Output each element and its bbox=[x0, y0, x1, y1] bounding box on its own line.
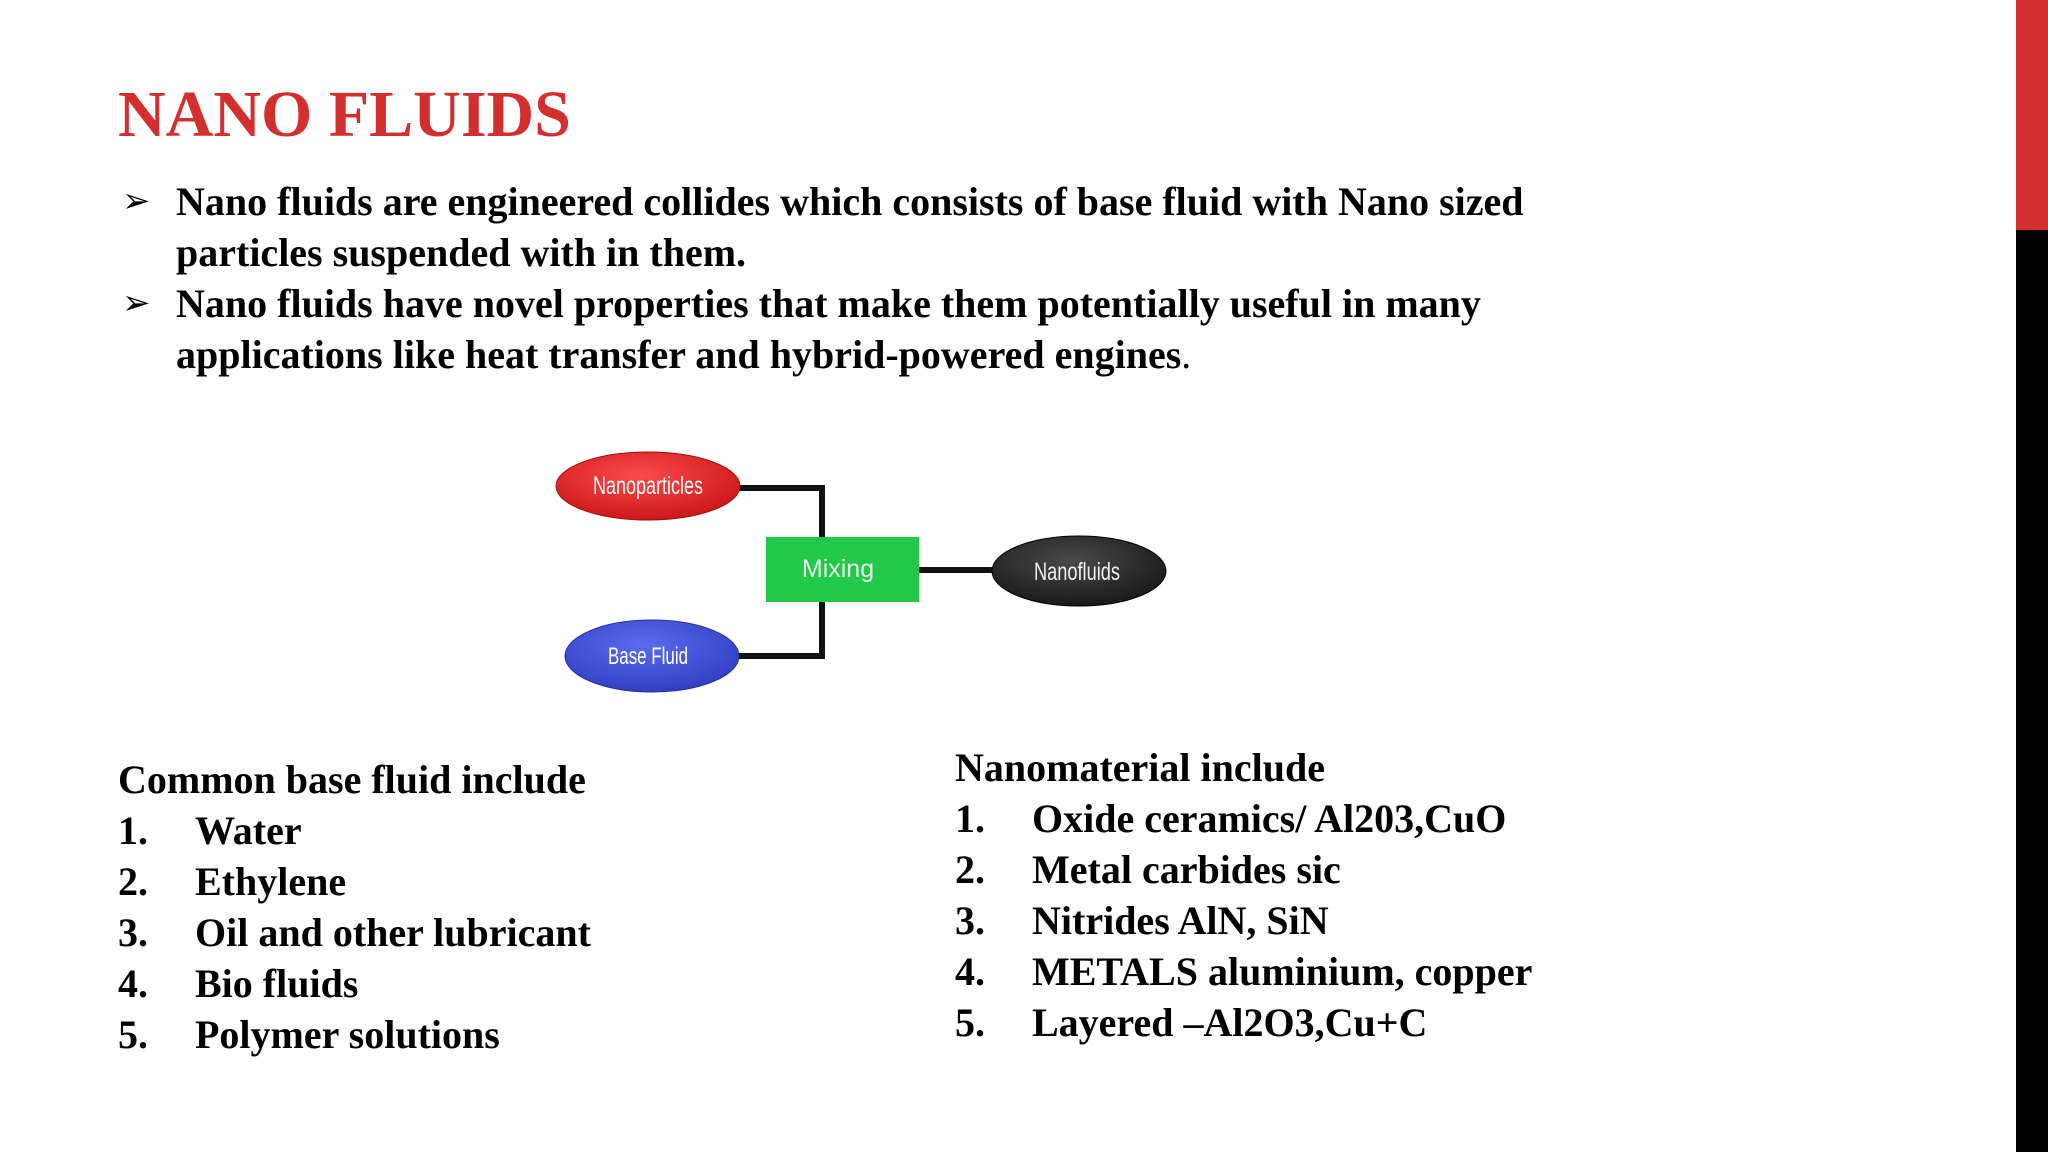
nanofluids-label: Nanofluids bbox=[1034, 558, 1120, 586]
list-item: 5. Polymer solutions bbox=[118, 1009, 591, 1060]
nanoparticles-label: Nanoparticles bbox=[593, 472, 703, 500]
list-text: Layered –Al2O3,Cu+C bbox=[1032, 1000, 1428, 1045]
list-number: 2. bbox=[118, 859, 148, 904]
list-heading: Common base fluid include bbox=[118, 757, 586, 802]
list-item: 2. Ethylene bbox=[118, 856, 591, 907]
list-number: 2. bbox=[955, 847, 985, 892]
nanoparticles-node bbox=[555, 451, 741, 521]
list-number: 4. bbox=[118, 961, 148, 1006]
slide-title: NANO FLUIDS bbox=[118, 78, 571, 151]
list-item: 3. Oil and other lubricant bbox=[118, 907, 591, 958]
base-fluid-node bbox=[564, 619, 740, 693]
bullet-item: ➢ Nano fluids have novel properties that… bbox=[118, 278, 1678, 380]
list-item: 2. Metal carbides sic bbox=[955, 844, 1532, 895]
connector-base-fluid bbox=[738, 602, 825, 659]
list-text: Oxide ceramics/ Al203,CuO bbox=[1032, 796, 1507, 841]
bullet-text: Nano fluids have novel properties that m… bbox=[176, 281, 1481, 377]
connector-nanoparticles bbox=[738, 485, 825, 538]
arrowhead-bullet-icon: ➢ bbox=[122, 283, 151, 323]
bullet-text: Nano fluids are engineered collides whic… bbox=[176, 179, 1524, 275]
bullet-list: ➢ Nano fluids are engineered collides wh… bbox=[118, 176, 1678, 380]
list-item: 4. Bio fluids bbox=[118, 958, 591, 1009]
list-number: 1. bbox=[118, 808, 148, 853]
list-item: 4. METALS aluminium, copper bbox=[955, 946, 1532, 997]
list-text: Water bbox=[195, 808, 302, 853]
list-text: Nitrides AlN, SiN bbox=[1032, 898, 1329, 943]
bullet-item: ➢ Nano fluids are engineered collides wh… bbox=[118, 176, 1678, 278]
mixing-label: Mixing bbox=[802, 555, 874, 583]
base-fluid-label: Base Fluid bbox=[608, 643, 688, 670]
accent-bar-red bbox=[2016, 0, 2048, 230]
list-heading: Nanomaterial include bbox=[955, 745, 1325, 790]
list-text: Ethylene bbox=[195, 859, 347, 904]
list-text: Metal carbides sic bbox=[1032, 847, 1341, 892]
list-item: 1. Water bbox=[118, 805, 591, 856]
base-fluid-list: Common base fluid include 1. Water 2. Ethy… bbox=[118, 754, 591, 1060]
list-item: 5. Layered –Al2O3,Cu+C bbox=[955, 997, 1532, 1048]
list-text: Polymer solutions bbox=[195, 1012, 500, 1057]
list-number: 1. bbox=[955, 796, 985, 841]
list-item: 1. Oxide ceramics/ Al203,CuO bbox=[955, 793, 1532, 844]
list-number: 3. bbox=[118, 910, 148, 955]
list-number: 3. bbox=[955, 898, 985, 943]
list-text: METALS aluminium, copper bbox=[1032, 949, 1533, 994]
list-item: 3. Nitrides AlN, SiN bbox=[955, 895, 1532, 946]
mixing-node bbox=[766, 537, 919, 602]
nanofluids-node bbox=[991, 535, 1167, 607]
list-number: 5. bbox=[955, 1000, 985, 1045]
list-text: Oil and other lubricant bbox=[195, 910, 591, 955]
nanomaterial-list: Nanomaterial include 1. Oxide ceramics/ A… bbox=[955, 742, 1532, 1048]
accent-bar-black bbox=[2016, 230, 2048, 1152]
list-number: 5. bbox=[118, 1012, 148, 1057]
list-number: 4. bbox=[955, 949, 985, 994]
arrowhead-bullet-icon: ➢ bbox=[122, 181, 151, 221]
bullet-trail: . bbox=[1181, 332, 1192, 377]
list-text: Bio fluids bbox=[195, 961, 359, 1006]
